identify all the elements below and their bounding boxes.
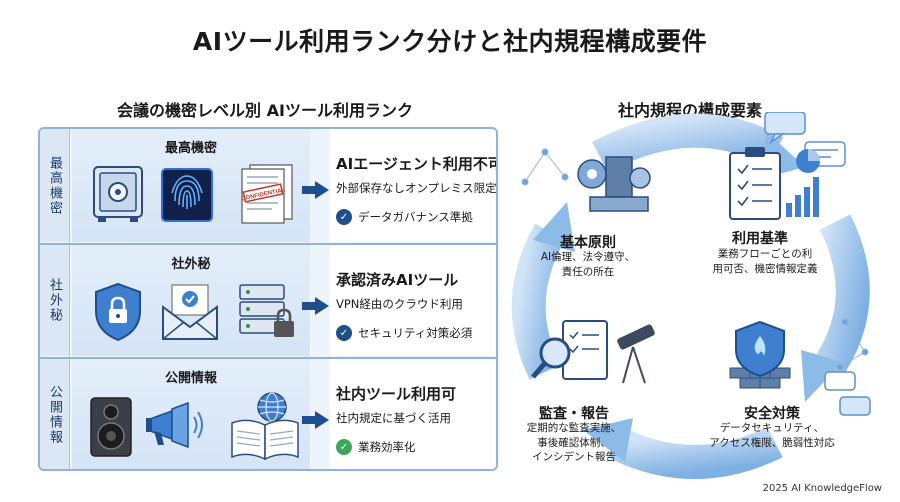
check-icon: ✓ xyxy=(336,325,352,341)
node-desc-security-measures: データセキュリティ、アクセス権限、脆弱性対応 xyxy=(709,422,835,449)
illustration-title: 最高機密 xyxy=(164,141,217,156)
audit-telescope-icon xyxy=(531,320,655,384)
rank-info: AIエージェント利用不可 外部保存なしオンプレミス限定 ✓ データガバナンス準拠 xyxy=(330,129,496,242)
clipboard-chart-icon xyxy=(729,147,820,220)
confidential-document-icon: CONFIDENTIAL xyxy=(241,164,293,224)
cycle-arrow-icon xyxy=(533,202,575,252)
cycle-ring xyxy=(511,113,870,479)
rank-section-heading: 会議の機密レベル別 AIツール利用ランク xyxy=(117,101,413,120)
node-title-basic-principles: 基本原則 xyxy=(560,235,616,251)
safe-icon xyxy=(93,166,143,222)
speaker-icon xyxy=(90,397,132,457)
footer-credit: 2025 AI KnowledgeFlow xyxy=(762,483,882,494)
node-desc-usage-criteria: 業務フローごとの利用可否、機密情報定義 xyxy=(712,248,818,275)
server-lock-icon xyxy=(239,284,294,337)
rank-label: 最高機密 xyxy=(40,129,70,242)
rank-row-internal: 社外秘 社外秘 xyxy=(40,243,496,356)
fingerprint-icon xyxy=(161,168,213,222)
rank-condition: VPN経由のクラウド利用 xyxy=(336,297,463,311)
rank-illustration: 公開情報 xyxy=(72,359,310,469)
rank-info: 承認済みAIツール VPN経由のクラウド利用 ✓ セキュリティ対策必須 xyxy=(330,245,496,356)
rank-info: 社内ツール利用可 社内規定に基づく活用 ✓ 業務効率化 xyxy=(330,359,496,469)
arrow-right-icon xyxy=(315,297,329,315)
firewall-shield-icon xyxy=(729,320,791,389)
rank-panel: 最高機密 最高機密 xyxy=(38,127,498,471)
rank-condition: 外部保存なしオンプレミス限定 xyxy=(336,181,497,195)
rank-row-public: 公開情報 公開情報 xyxy=(40,357,496,469)
rank-row-top-secret: 最高機密 最高機密 xyxy=(40,129,496,242)
node-desc-audit-reporting: 定期的な監査実施、事後確認体制、インシデント報告 xyxy=(526,422,622,464)
rank-label: 公開情報 xyxy=(40,359,70,469)
node-title-audit-reporting: 監査・報告 xyxy=(539,406,609,422)
megaphone-icon xyxy=(146,401,203,449)
arrow-right-icon xyxy=(315,411,329,429)
rank-label: 社外秘 xyxy=(40,245,70,356)
secure-mail-icon xyxy=(162,284,218,340)
arrow-shaft xyxy=(302,416,316,424)
rank-policy: AIエージェント利用不可 xyxy=(336,155,498,173)
shield-lock-icon xyxy=(95,282,141,342)
check-icon: ✓ xyxy=(336,439,352,455)
gear-server-icon xyxy=(577,156,651,212)
node-title-security-measures: 安全対策 xyxy=(744,406,800,422)
arrow-shaft xyxy=(302,186,316,194)
rank-illustration: 最高機密 xyxy=(72,129,310,242)
rank-condition: 社内規定に基づく活用 xyxy=(336,411,451,425)
cycle-arrow-icon xyxy=(583,418,633,462)
open-book-globe-icon xyxy=(231,392,299,461)
rank-check: ✓ データガバナンス準拠 xyxy=(336,209,473,225)
illustration-title: 公開情報 xyxy=(164,371,217,386)
node-desc-basic-principles: AI倫理、法令遵守、責任の所在 xyxy=(540,251,636,278)
check-icon: ✓ xyxy=(336,209,352,225)
rank-check: ✓ 業務効率化 xyxy=(336,439,416,455)
rank-policy: 社内ツール利用可 xyxy=(336,385,457,403)
arrow-right-icon xyxy=(315,181,329,199)
rank-policy: 承認済みAIツール xyxy=(336,271,459,289)
main-title: AIツール利用ランク分けと社内規程構成要件 xyxy=(192,27,708,56)
arrow-shaft xyxy=(302,302,316,310)
rules-section-heading: 社内規程の構成要素 xyxy=(617,101,762,120)
network-decoration-icon xyxy=(521,148,869,371)
rank-illustration: 社外秘 xyxy=(72,245,310,356)
rank-check: ✓ セキュリティ対策必須 xyxy=(336,325,472,341)
cycle-arrow-icon xyxy=(801,350,843,402)
illustration-title: 社外秘 xyxy=(171,257,211,272)
rules-cycle-diagram xyxy=(511,112,871,479)
node-title-usage-criteria: 利用基準 xyxy=(732,231,788,247)
